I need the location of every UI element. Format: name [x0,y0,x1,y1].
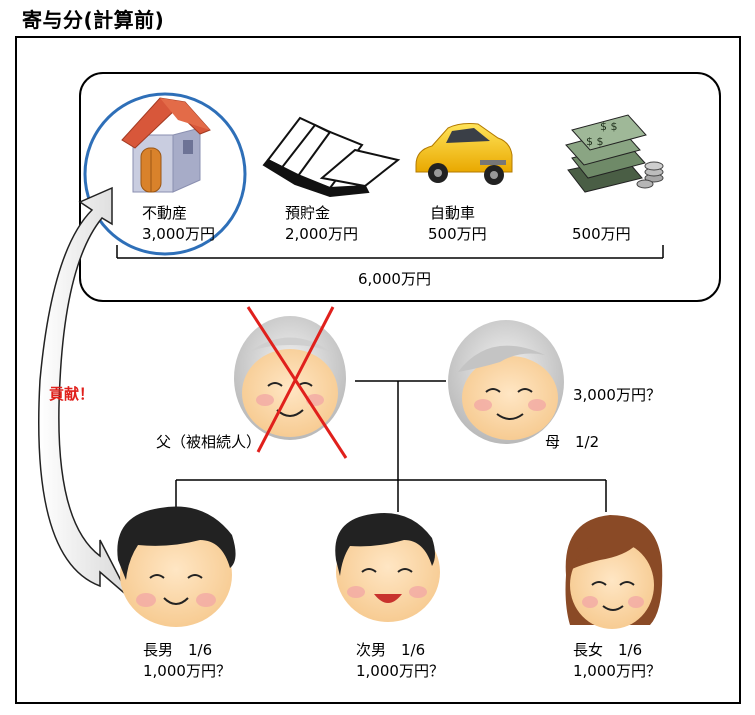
eldest-son-share: 長男 1/6 [143,641,213,659]
estate-total: 6,000万円 [358,270,431,288]
highlight-circle [83,92,247,256]
father-face [234,316,346,440]
svg-text:$ $: $ $ [586,135,604,148]
asset-value-real-estate: 3,000万円 [142,225,215,243]
eldest-daughter-amount: 1,000万円？ [573,662,661,680]
contribution-arrow [38,186,131,599]
eldest-son-face [117,506,236,627]
eldest-daughter-share: 長女 1/6 [573,641,643,659]
deceased-cross [246,306,348,459]
asset-name-car: 自動車 [430,204,476,222]
cash-icon: $ $ $ $ [565,114,664,193]
father-label: 父（被相続人） [156,433,262,451]
asset-value-cash: 500万円 [572,225,631,243]
estate-total-bracket [116,245,664,259]
mother-amount: 3,000万円？ [573,386,661,404]
contribution-label: 貢献！ [49,385,95,403]
asset-name-savings: 預貯金 [285,204,331,222]
mother-share: 母 1/2 [545,433,600,451]
page-title: 寄与分(計算前) [22,8,165,32]
asset-name-real-estate: 不動産 [142,204,188,222]
second-son-share: 次男 1/6 [356,641,426,659]
svg-text:$ $: $ $ [600,120,618,133]
diagram-frame [15,36,741,704]
bankbook-icon [262,116,401,198]
car-icon [415,123,513,185]
house-icon [121,97,211,193]
second-son-amount: 1,000万円？ [356,662,444,680]
eldest-son-amount: 1,000万円？ [143,662,231,680]
eldest-daughter-face [565,515,663,629]
asset-value-savings: 2,000万円 [285,225,358,243]
second-son-face [335,513,440,622]
family-tree-lines [175,380,607,512]
asset-value-car: 500万円 [428,225,487,243]
mother-face [448,320,564,444]
